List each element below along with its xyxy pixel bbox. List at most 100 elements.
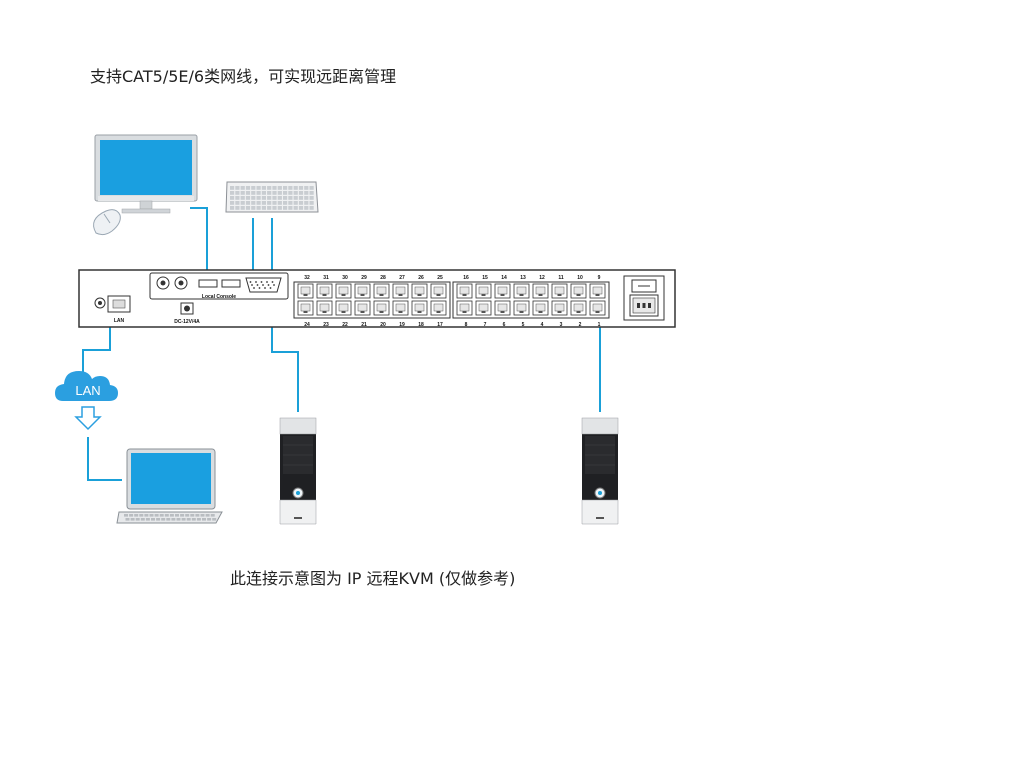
rj45-port-latch xyxy=(538,311,543,313)
port-label: 26 xyxy=(418,275,424,281)
keyboard-key xyxy=(245,206,251,210)
rj45-port-latch xyxy=(379,294,384,296)
lan-cloud-label: LAN xyxy=(75,383,100,398)
rj45-port-socket xyxy=(414,286,425,295)
rj45-port-socket xyxy=(319,286,330,295)
laptop-key xyxy=(205,514,210,517)
rj45-port-socket xyxy=(376,286,387,295)
rj45-port-socket xyxy=(459,286,470,295)
rj45-ports xyxy=(297,283,606,316)
keyboard-key xyxy=(245,196,251,200)
monitor xyxy=(94,134,198,214)
laptop-key xyxy=(195,514,200,517)
rj45-port-latch xyxy=(519,294,524,296)
laptop-key xyxy=(134,514,139,517)
port-label: 15 xyxy=(482,275,488,281)
rj45-port-latch xyxy=(341,311,346,313)
port-label: 2 xyxy=(579,322,582,328)
keyboard-key xyxy=(267,201,272,205)
keyboard-key xyxy=(251,196,256,200)
pc-left-cable xyxy=(271,327,299,412)
usb-port-icon xyxy=(221,279,241,288)
keyboard-key xyxy=(251,206,256,210)
keyboard-keys xyxy=(230,186,314,210)
keyboard-key xyxy=(309,206,314,210)
cables xyxy=(82,207,601,481)
keyboard-key xyxy=(298,186,304,190)
port-label: 8 xyxy=(465,322,468,328)
keyboard-key xyxy=(235,191,240,195)
keyboard-key xyxy=(277,206,282,210)
laptop-keys xyxy=(124,514,217,521)
footer-caption: 此连接示意图为 IP 远程KVM (仅做参考) xyxy=(230,569,516,588)
rj45-port-latch xyxy=(519,311,524,313)
port-label: 18 xyxy=(418,322,424,328)
rj45-port-socket xyxy=(554,303,565,312)
laptop-key xyxy=(164,514,169,517)
laptop-key xyxy=(191,518,196,521)
keyboard-key xyxy=(261,191,266,195)
rj45-port-socket xyxy=(300,303,311,312)
keyboard-key xyxy=(251,201,256,205)
rj45-port-socket xyxy=(535,303,546,312)
keyboard-key xyxy=(293,196,298,200)
laptop-key xyxy=(156,518,161,521)
keyboard-key xyxy=(304,196,309,200)
laptop-key xyxy=(169,514,174,517)
rj45-port-socket xyxy=(516,303,527,312)
port-label: 22 xyxy=(342,322,348,328)
kvm-switch: LAN Local Console DC-12V/4A 32 31 30 29 … xyxy=(78,269,676,328)
keyboard-key xyxy=(256,196,261,200)
keyboard-key xyxy=(277,186,282,190)
vga-pin xyxy=(273,284,275,286)
keyboard-key xyxy=(261,206,266,210)
laptop-key xyxy=(125,518,130,521)
port-label: 12 xyxy=(539,275,545,281)
rj45-port-latch xyxy=(500,311,505,313)
keyboard-key xyxy=(261,201,266,205)
laptop-key xyxy=(190,514,195,517)
vga-pin xyxy=(258,287,261,289)
laptop-key xyxy=(196,518,201,521)
rj45-port-socket xyxy=(478,303,489,312)
vga-pin xyxy=(267,284,270,286)
laptop-key xyxy=(185,514,190,517)
keyboard-key xyxy=(288,191,293,195)
laptop-key xyxy=(140,518,145,521)
keyboard-key xyxy=(293,206,298,210)
keyboard-key xyxy=(245,191,251,195)
keyboard-key xyxy=(293,186,298,190)
rj45-port-latch xyxy=(379,311,384,313)
laptop-key xyxy=(200,514,205,517)
laptop-cable xyxy=(87,437,122,481)
keyboard-key xyxy=(267,196,272,200)
pc-tower-left xyxy=(279,417,317,525)
lan-port-label: LAN xyxy=(114,318,125,324)
keyboard-key xyxy=(267,191,272,195)
rj45-port-latch xyxy=(436,294,441,296)
lan-cloud: LAN xyxy=(55,371,118,431)
usb-port-icon xyxy=(198,279,218,288)
rj45-port-latch xyxy=(417,311,422,313)
port-label: 23 xyxy=(323,322,329,328)
port-label: 10 xyxy=(577,275,583,281)
keyboard-key xyxy=(298,196,304,200)
vga-pin xyxy=(249,281,252,283)
port-label: 28 xyxy=(380,275,386,281)
port-label: 30 xyxy=(342,275,348,281)
rj45-port-socket xyxy=(357,286,368,295)
keyboard-key xyxy=(240,186,245,190)
port-label: 6 xyxy=(503,322,506,328)
vga-pin xyxy=(266,281,268,283)
laptop-key xyxy=(166,518,171,521)
laptop-key xyxy=(186,518,191,521)
rj45-port-latch xyxy=(576,311,581,313)
keyboard-key xyxy=(267,206,272,210)
rj45-port-socket xyxy=(338,286,349,295)
mouse xyxy=(93,209,121,236)
laptop-screen xyxy=(131,453,211,504)
keyboard-key xyxy=(256,186,261,190)
keyboard-key xyxy=(283,201,288,205)
keyboard-key xyxy=(298,201,304,205)
